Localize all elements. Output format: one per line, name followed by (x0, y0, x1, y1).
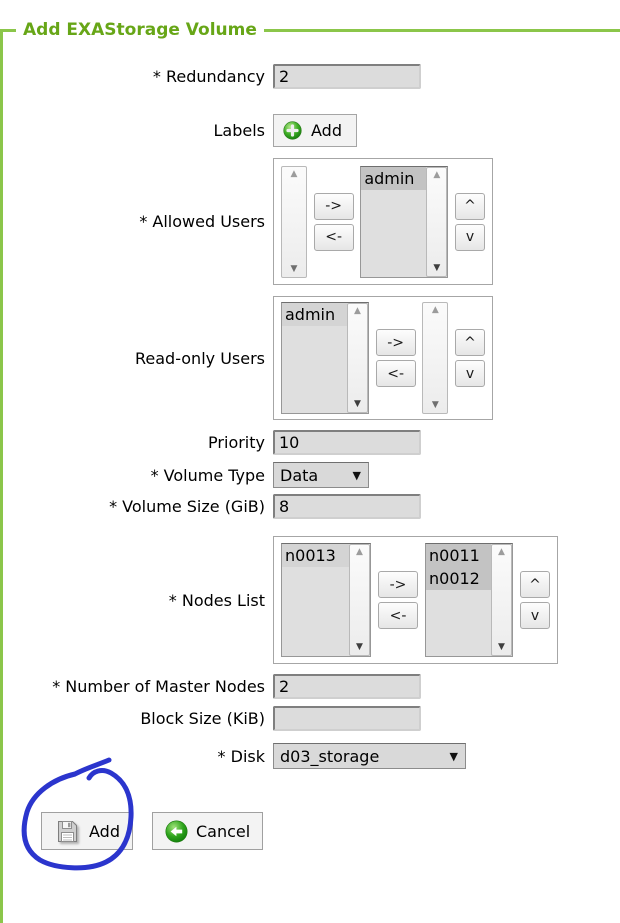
volume-size-label: * Volume Size (GiB) (109, 497, 265, 516)
allowed-users-move-right-button[interactable]: -> (313, 192, 354, 220)
nodes-move-down-button[interactable]: v (520, 602, 550, 629)
nodes-move-right-button[interactable]: -> (378, 571, 418, 598)
readonly-users-move-left-button[interactable]: <- (375, 360, 416, 387)
master-nodes-label: * Number of Master Nodes (52, 677, 265, 696)
nodes-duallist: n0013 ▲ ▼ -> <- n0011 n0012 (273, 536, 558, 664)
volume-type-label: * Volume Type (150, 465, 265, 485)
allowed-users-move-up-button[interactable]: ^ (454, 192, 485, 220)
row-priority: Priority (3, 430, 620, 455)
scroll-down-icon[interactable]: ▼ (354, 399, 361, 409)
scrollbar[interactable]: ▲ ▼ (491, 544, 512, 656)
row-volume-size: * Volume Size (GiB) (3, 494, 620, 519)
row-disk: * Disk d03_storage ▼ (3, 743, 620, 769)
scrollbar[interactable]: ▲ ▼ (281, 165, 307, 278)
list-item[interactable]: n0011 (426, 544, 491, 567)
allowed-users-available-list[interactable]: ▲ ▼ (281, 165, 307, 278)
scroll-down-icon[interactable]: ▼ (433, 262, 441, 273)
scroll-up-icon[interactable]: ▲ (433, 169, 441, 180)
nodes-available-list[interactable]: n0013 ▲ ▼ (281, 543, 371, 657)
scrollbar[interactable]: ▲ ▼ (422, 302, 449, 414)
block-size-label: Block Size (KiB) (140, 709, 265, 728)
volume-size-input[interactable] (273, 494, 421, 519)
readonly-users-label: Read-only Users (134, 348, 265, 368)
block-size-input[interactable] (273, 706, 421, 731)
nodes-selected-list[interactable]: n0011 n0012 ▲ ▼ (425, 543, 513, 657)
scroll-up-icon[interactable]: ▲ (498, 547, 505, 557)
labels-label: Labels (213, 121, 266, 140)
cancel-button[interactable]: Cancel (151, 812, 264, 850)
list-item[interactable]: admin (361, 166, 427, 190)
disk-value: d03_storage (280, 746, 380, 766)
redundancy-input[interactable] (273, 64, 421, 89)
allowed-users-move-left-button[interactable]: <- (313, 223, 354, 251)
row-readonly-users: Read-only Users admin ▲ ▼ -> <- (3, 296, 620, 420)
add-button[interactable]: Add (41, 812, 133, 850)
scroll-up-icon[interactable]: ▲ (290, 168, 298, 179)
scroll-down-icon[interactable]: ▼ (431, 400, 439, 410)
allowed-users-move-down-button[interactable]: v (454, 223, 485, 251)
volume-type-select[interactable]: Data ▼ (273, 462, 369, 488)
cancel-back-icon (165, 820, 188, 842)
nodes-list-label: * Nodes List (168, 590, 265, 610)
nodes-move-up-button[interactable]: ^ (520, 571, 550, 598)
row-volume-type: * Volume Type Data ▼ (3, 462, 620, 488)
readonly-users-available-list[interactable]: admin ▲ ▼ (281, 302, 369, 414)
allowed-users-label: * Allowed Users (139, 212, 265, 231)
readonly-users-move-down-button[interactable]: v (454, 360, 485, 387)
master-nodes-input[interactable] (273, 674, 421, 699)
labels-add-button[interactable]: Add (273, 114, 357, 147)
volume-type-value: Data (280, 465, 319, 485)
readonly-users-move-right-button[interactable]: -> (375, 329, 416, 356)
scrollbar[interactable]: ▲ ▼ (347, 303, 368, 413)
scrollbar[interactable]: ▲ ▼ (426, 166, 448, 277)
scroll-down-icon[interactable]: ▼ (290, 263, 298, 274)
scrollbar[interactable]: ▲ ▼ (349, 544, 370, 656)
readonly-users-move-up-button[interactable]: ^ (454, 329, 485, 356)
scroll-down-icon[interactable]: ▼ (498, 642, 505, 652)
scroll-up-icon[interactable]: ▲ (354, 306, 361, 316)
dropdown-arrow-icon: ▼ (352, 468, 361, 482)
row-allowed-users: * Allowed Users ▲ ▼ -> <- admin (3, 158, 620, 285)
save-floppy-icon (58, 820, 77, 842)
priority-input[interactable] (273, 430, 421, 455)
list-item[interactable]: n0013 (282, 544, 349, 567)
row-block-size: Block Size (KiB) (3, 706, 620, 731)
scroll-down-icon[interactable]: ▼ (356, 642, 363, 652)
row-master-nodes: * Number of Master Nodes (3, 674, 620, 699)
add-volume-form: Add EXAStorage Volume * Redundancy Label… (0, 20, 620, 923)
readonly-users-selected-list[interactable]: ▲ ▼ (422, 302, 449, 414)
list-item[interactable]: admin (282, 303, 347, 326)
row-nodes-list: * Nodes List n0013 ▲ ▼ -> <- (3, 536, 620, 664)
add-button-text: Add (89, 821, 120, 841)
form-title: Add EXAStorage Volume (23, 20, 257, 40)
dropdown-arrow-icon: ▼ (449, 749, 458, 763)
scroll-up-icon[interactable]: ▲ (356, 547, 363, 557)
row-labels: Labels Add (3, 114, 620, 147)
labels-add-button-text: Add (311, 121, 342, 140)
readonly-users-duallist: admin ▲ ▼ -> <- ▲ ▼ (273, 296, 493, 420)
allowed-users-selected-list[interactable]: admin ▲ ▼ (360, 165, 449, 278)
disk-select[interactable]: d03_storage ▼ (273, 743, 466, 769)
priority-label: Priority (208, 433, 265, 452)
redundancy-label: * Redundancy (152, 67, 265, 86)
allowed-users-duallist: ▲ ▼ -> <- admin ▲ ▼ (273, 158, 493, 285)
row-redundancy: * Redundancy (3, 64, 620, 89)
scroll-up-icon[interactable]: ▲ (431, 305, 439, 315)
cancel-button-text: Cancel (195, 821, 251, 841)
list-item[interactable]: n0012 (426, 567, 491, 590)
disk-label: * Disk (217, 746, 265, 766)
add-plus-icon (283, 121, 302, 140)
nodes-move-left-button[interactable]: <- (378, 602, 418, 629)
